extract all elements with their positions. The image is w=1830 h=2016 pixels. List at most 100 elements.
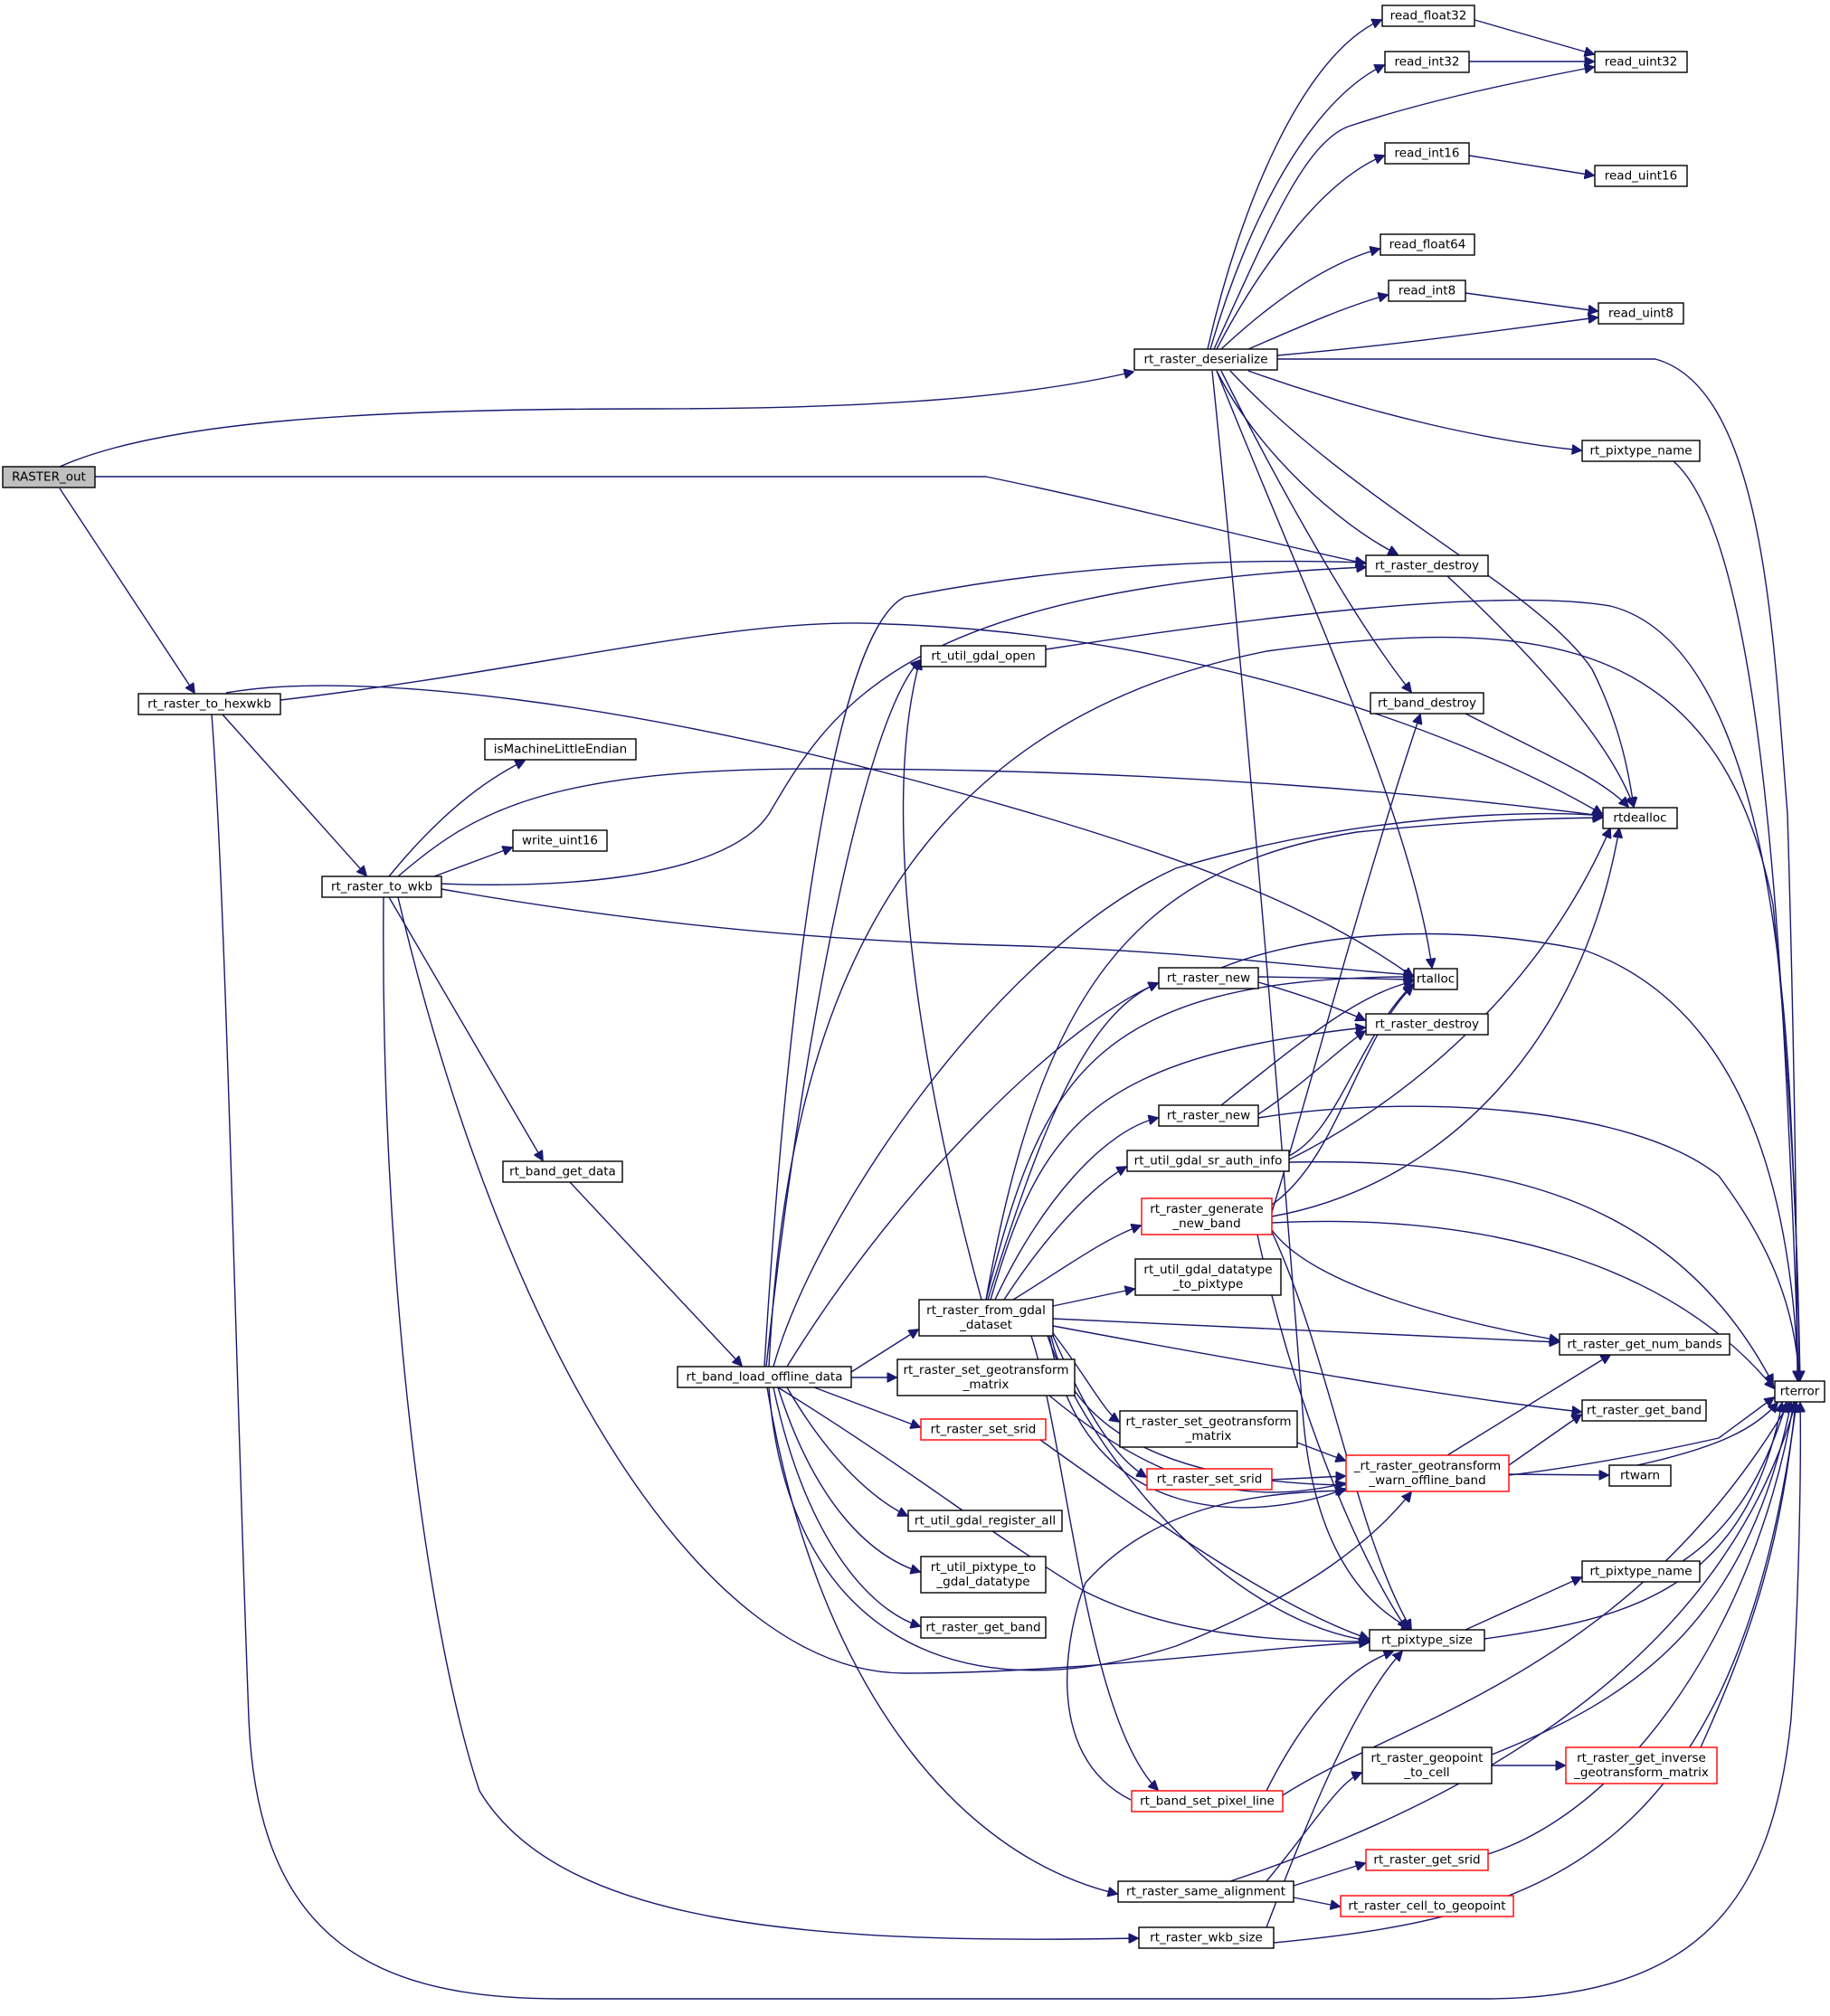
node-rt-raster-from-gdal-dataset[interactable]: rt_raster_from_gdal_dataset: [918, 1299, 1054, 1337]
node-label: rt_util_gdal_datatype: [1143, 1263, 1272, 1277]
node-rt-raster-set-geotransform-matrix-2[interactable]: rt_raster_set_geotransform_matrix: [1119, 1410, 1298, 1448]
node-box: [1365, 1849, 1489, 1871]
node-box: [512, 829, 608, 852]
edge-rt-raster-to-wkb-to-write-uint16: [433, 847, 512, 877]
edge-rt-raster-generate-new-band-to-rt-raster-get-num-bands: [1271, 1229, 1559, 1340]
node-box: [1598, 302, 1684, 325]
edge-rt-band-load-offline-data-to-rt-raster-geotransform-warn-offline-band: [768, 1387, 1411, 1671]
edge-rt-raster-generate-new-band-to-rterror: [1271, 1220, 1774, 1388]
edge-rtwarn-to-rterror: [1636, 1403, 1778, 1466]
edge-rt-band-load-offline-data-to-rt-raster-from-gdal-dataset: [850, 1330, 918, 1373]
node-label: rt_raster_to_wkb: [331, 880, 432, 894]
node-read-uint32[interactable]: read_uint32: [1594, 51, 1688, 73]
node-rt-raster-destroy-1[interactable]: rt_raster_destroy: [1365, 554, 1489, 577]
node-label: _dataset: [959, 1318, 1012, 1332]
node-rt-raster-get-inverse-geotransform-matrix[interactable]: rt_raster_get_inverse_geotransform_matri…: [1565, 1746, 1718, 1784]
node-label: isMachineLittleEndian: [494, 743, 627, 757]
edge-rt-raster-new-1-to-rtalloc: [1257, 977, 1413, 980]
node-read-uint16[interactable]: read_uint16: [1594, 165, 1688, 187]
edge-rt-band-set-pixel-line-to-rt-raster-geotransform-warn-offline-band: [1066, 1491, 1345, 1801]
edge-read-int16-to-read-uint16: [1468, 155, 1594, 175]
node-rt-raster-get-num-bands[interactable]: rt_raster_get_num_bands: [1559, 1333, 1730, 1356]
node-read-int16[interactable]: read_int16: [1384, 142, 1470, 165]
node-rt-raster-generate-new-band[interactable]: rt_raster_generate_new_band: [1141, 1197, 1273, 1235]
edge-rt-raster-destroy-1-to-rtdealloc: [1446, 575, 1634, 807]
node-rt-band-get-data[interactable]: rt_band_get_data: [502, 1160, 623, 1183]
node-rt-band-destroy[interactable]: rt_band_destroy: [1370, 692, 1484, 715]
node-read-float32[interactable]: read_float32: [1381, 5, 1475, 27]
node-box: [1138, 1926, 1275, 1949]
node-read-uint8[interactable]: read_uint8: [1598, 302, 1684, 325]
call-edges: [59, 20, 1800, 2000]
node-label: rt_raster_new: [1167, 971, 1250, 986]
node-rtdealloc[interactable]: rtdealloc: [1602, 807, 1678, 829]
node-rt-raster-to-hexwkb[interactable]: rt_raster_to_hexwkb: [137, 693, 281, 715]
edge-rt-raster-set-geotransform-matrix-2-to-rt-raster-geotransform-warn-offline-band: [1296, 1442, 1345, 1461]
edge-rt-raster-get-inverse-geotransform-matrix-to-rterror: [1700, 1403, 1796, 1748]
node-rt-band-load-offline-data[interactable]: rt_band_load_offline_data: [677, 1366, 852, 1388]
edge-rt-raster-same-alignment-to-rterror: [1229, 1403, 1796, 1882]
node-box: [1581, 1560, 1701, 1583]
node-rt-band-set-pixel-line[interactable]: rt_band_set_pixel_line: [1131, 1790, 1284, 1813]
edge-rt-raster-from-gdal-dataset-to-rt-band-set-pixel-line: [1030, 1335, 1158, 1790]
node-box: [1369, 1629, 1485, 1652]
node-rt-raster-set-srid-1[interactable]: rt_raster_set_srid: [920, 1418, 1047, 1441]
node-rtalloc[interactable]: rtalloc: [1413, 968, 1458, 990]
node-rt-raster-wkb-size[interactable]: rt_raster_wkb_size: [1138, 1926, 1275, 1949]
node-read-int32[interactable]: read_int32: [1384, 51, 1470, 73]
node-label: rt_band_set_pixel_line: [1140, 1794, 1275, 1809]
node-box: [1581, 440, 1701, 462]
node-label: read_uint8: [1608, 307, 1674, 321]
node-label: read_float32: [1390, 9, 1467, 24]
node-label: rt_raster_set_geotransform: [903, 1363, 1068, 1377]
node-rt-raster-same-alignment[interactable]: rt_raster_same_alignment: [1117, 1880, 1294, 1903]
node-rt-util-gdal-register-all[interactable]: rt_util_gdal_register_all: [907, 1510, 1063, 1532]
node-rt-raster-geotransform-warn-offline-band[interactable]: _rt_raster_geotransform_warn_offline_ban…: [1345, 1454, 1510, 1492]
node-rt-pixtype-name-2[interactable]: rt_pixtype_name: [1581, 1560, 1701, 1583]
node-rt-raster-get-band-1[interactable]: rt_raster_get_band: [1581, 1399, 1707, 1422]
node-rt-raster-set-geotransform-matrix-1[interactable]: rt_raster_set_geotransform_matrix: [896, 1358, 1076, 1396]
node-label: rt_raster_to_hexwkb: [147, 697, 271, 712]
node-rt-util-gdal-datatype-to-pixtype[interactable]: rt_util_gdal_datatype_to_pixtype: [1134, 1258, 1282, 1296]
node-box: [907, 1510, 1063, 1532]
node-label: rtdealloc: [1613, 811, 1666, 826]
node-ismachinelittleendian[interactable]: isMachineLittleEndian: [484, 738, 637, 761]
node-rt-util-gdal-open[interactable]: rt_util_gdal_open: [920, 645, 1047, 667]
node-rt-pixtype-size[interactable]: rt_pixtype_size: [1369, 1629, 1485, 1652]
node-box: [1565, 1746, 1718, 1784]
edge-rt-util-gdal-sr-auth-info-to-rtdealloc: [1288, 828, 1610, 1160]
node-read-int8[interactable]: read_int8: [1388, 279, 1466, 302]
edge-rt-band-destroy-to-rtdealloc: [1465, 713, 1628, 807]
node-box: [1602, 807, 1678, 829]
edge-rt-raster-deserialize-to-rt-pixtype-size: [1211, 370, 1411, 1629]
node-rt-raster-to-wkb[interactable]: rt_raster_to_wkb: [321, 875, 442, 898]
node-rt-util-gdal-sr-auth-info[interactable]: rt_util_gdal_sr_auth_info: [1126, 1150, 1290, 1172]
node-rt-raster-cell-to-geopoint[interactable]: rt_raster_cell_to_geopoint: [1340, 1895, 1514, 1917]
edge-rt-raster-new-1-to-rt-raster-destroy-2: [1257, 981, 1365, 1020]
edge-rt-raster-wkb-size-to-rterror: [1273, 1403, 1797, 1944]
node-raster-out[interactable]: RASTER_out: [2, 466, 96, 488]
edge-rt-raster-set-srid-1-to-rt-pixtype-size: [1039, 1439, 1369, 1639]
node-rt-raster-deserialize[interactable]: rt_raster_deserialize: [1133, 348, 1278, 371]
node-rterror[interactable]: rterror: [1774, 1380, 1825, 1403]
node-label: rt_raster_same_alignment: [1126, 1885, 1285, 1899]
node-label: read_uint16: [1605, 169, 1678, 184]
node-rt-util-pixtype-to-gdal-datatype[interactable]: rt_util_pixtype_to_gdal_datatype: [920, 1556, 1047, 1594]
node-rt-raster-geopoint-to-cell[interactable]: rt_raster_geopoint_to_cell: [1361, 1746, 1493, 1784]
function-nodes: RASTER_out rt_raster_deserialize read_floa…: [2, 5, 1825, 1949]
node-rt-raster-destroy-2[interactable]: rt_raster_destroy: [1365, 1013, 1489, 1036]
node-rt-raster-new-1[interactable]: rt_raster_new: [1158, 967, 1259, 989]
edge-raster-out-to-rt-raster-destroy-1: [95, 476, 1365, 563]
node-label: write_uint16: [522, 834, 598, 848]
node-rt-raster-get-srid[interactable]: rt_raster_get_srid: [1365, 1849, 1489, 1871]
node-rt-raster-get-band-2[interactable]: rt_raster_get_band: [920, 1616, 1047, 1639]
node-rt-pixtype-name-1[interactable]: rt_pixtype_name: [1581, 440, 1701, 462]
node-rt-raster-new-2[interactable]: rt_raster_new: [1158, 1104, 1259, 1127]
node-rt-raster-set-srid-2[interactable]: rt_raster_set_srid: [1146, 1468, 1273, 1491]
node-read-float64[interactable]: read_float64: [1380, 233, 1475, 256]
node-box: [1594, 51, 1688, 73]
node-label: rt_band_destroy: [1378, 696, 1476, 711]
node-box: [1380, 233, 1475, 256]
node-rtwarn[interactable]: rtwarn: [1608, 1464, 1672, 1487]
node-write-uint16[interactable]: write_uint16: [512, 829, 608, 852]
